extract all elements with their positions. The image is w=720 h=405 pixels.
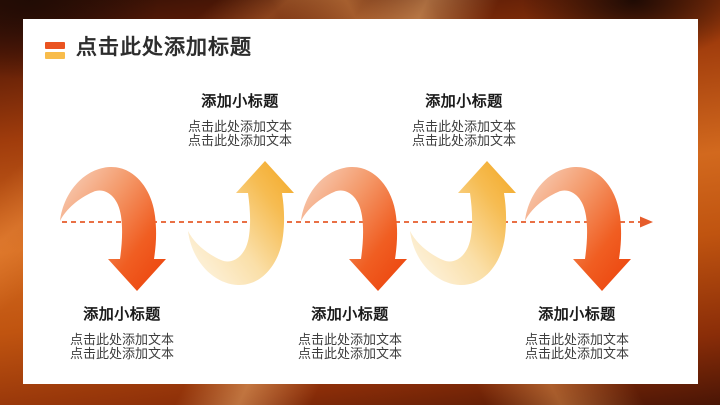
- title-marker-icon: [45, 42, 65, 59]
- step-body-line: 点击此处添加文本: [187, 119, 292, 134]
- step-title: 添加小标题: [201, 93, 279, 110]
- step-body-line: 点击此处添加文本: [524, 346, 629, 361]
- step-body-line: 点击此处添加文本: [411, 119, 516, 134]
- step-3-text-placeholder[interactable]: 添加小标题 点击此处添加文本 点击此处添加文本: [260, 303, 440, 361]
- step-body-line: 点击此处添加文本: [297, 332, 402, 347]
- slide-title-placeholder[interactable]: 点击此处添加标题: [76, 36, 252, 59]
- timeline-dashed-arrow: [62, 216, 653, 228]
- curved-arrow-up-2: [188, 161, 294, 286]
- step-4-text-placeholder[interactable]: 添加小标题 点击此处添加文本 点击此处添加文本: [374, 90, 554, 148]
- step-body-line: 点击此处添加文本: [69, 346, 174, 361]
- step-1-text-placeholder[interactable]: 添加小标题 点击此处添加文本 点击此处添加文本: [32, 303, 212, 361]
- step-body-line: 点击此处添加文本: [69, 332, 174, 347]
- step-body-line: 点击此处添加文本: [187, 133, 292, 148]
- step-body-line: 点击此处添加文本: [297, 346, 402, 361]
- step-title: 添加小标题: [425, 93, 503, 110]
- step-2-text-placeholder[interactable]: 添加小标题 点击此处添加文本 点击此处添加文本: [150, 90, 330, 148]
- slide-header: 点击此处添加标题: [45, 34, 252, 62]
- step-title: 添加小标题: [538, 306, 616, 323]
- title-marker-bar-orange: [45, 42, 65, 49]
- curved-arrow-down-5: [525, 166, 631, 291]
- curved-arrow-down-3: [301, 166, 407, 291]
- step-body-line: 点击此处添加文本: [411, 133, 516, 148]
- step-title: 添加小标题: [311, 306, 389, 323]
- step-body-line: 点击此处添加文本: [524, 332, 629, 347]
- curved-arrow-up-4: [410, 161, 516, 286]
- step-title: 添加小标题: [83, 306, 161, 323]
- step-5-text-placeholder[interactable]: 添加小标题 点击此处添加文本 点击此处添加文本: [487, 303, 667, 361]
- title-marker-bar-yellow: [45, 52, 65, 59]
- curved-arrow-down-1: [60, 166, 166, 291]
